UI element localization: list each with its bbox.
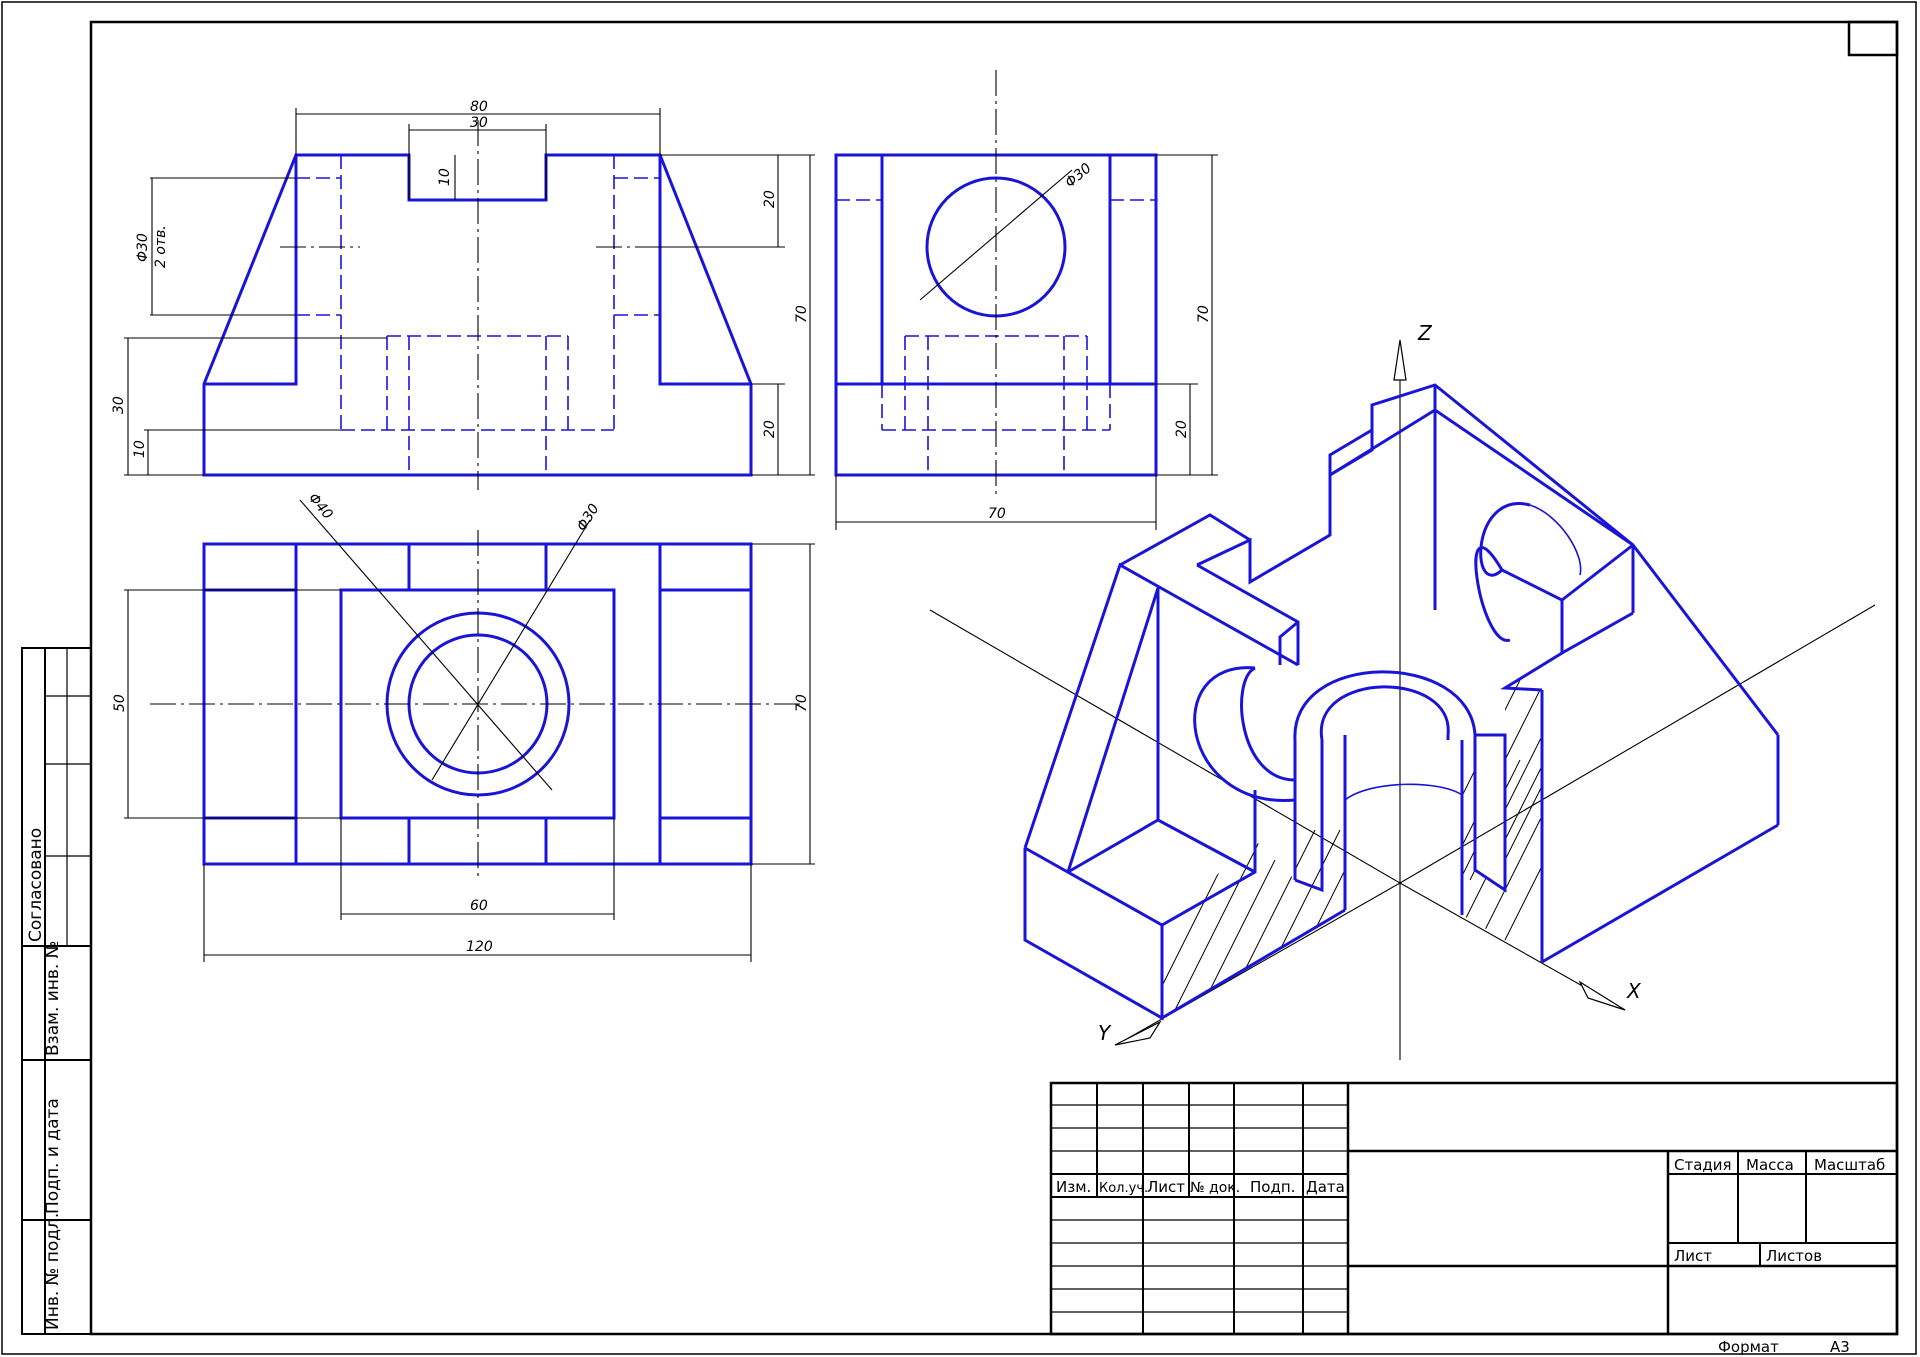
sheet-label: Лист	[1674, 1247, 1712, 1265]
col-data: Дата	[1306, 1178, 1345, 1196]
sheets-label: Листов	[1766, 1247, 1822, 1265]
dim-hole-front: Φ30	[135, 233, 151, 262]
mass-label: Масса	[1746, 1156, 1794, 1174]
dim-hole-side: Φ30	[1062, 160, 1094, 191]
stage-label: Стадия	[1674, 1156, 1732, 1174]
top-view: Φ40 Φ30 50 70 60 120	[112, 490, 815, 962]
axis-y-label: Y	[1098, 1021, 1112, 1045]
dim-80: 80	[470, 99, 488, 115]
front-view: 80 30 10 Φ30 2 отв. 30 10 20 20 70	[111, 99, 815, 490]
dim-60: 60	[470, 898, 488, 914]
isometric-view: Z X Y	[929, 321, 1876, 1060]
section-hatching	[1162, 679, 1542, 1018]
dim-20-top: 20	[762, 190, 778, 208]
col-kol-uch: Кол.уч.	[1099, 1181, 1148, 1196]
inv-original-label: Инв. № подл.	[43, 1213, 63, 1330]
dim-hole-count: 2 отв.	[153, 225, 169, 268]
sign-date-label: Подп. и дата	[43, 1098, 63, 1214]
scale-label: Масштаб	[1814, 1156, 1885, 1174]
col-doc: № док.	[1190, 1180, 1240, 1196]
side-view: Φ30 70 20 70	[834, 70, 1218, 530]
y-arrow	[1114, 1020, 1162, 1046]
dim-120: 120	[466, 939, 493, 955]
axis-x-label: X	[1626, 979, 1642, 1003]
dim-50: 50	[112, 694, 128, 712]
format-value: А3	[1830, 1338, 1850, 1356]
side-stamp: Согласовано Взам. инв. № Подп. и дата Ин…	[21, 647, 92, 1335]
dim-30-slot: 30	[470, 115, 488, 131]
dim-70-top: 70	[794, 694, 810, 712]
dim-30-base: 30	[111, 396, 127, 414]
axis-z-label: Z	[1417, 321, 1433, 345]
x-arrow	[1578, 980, 1626, 1011]
title-block: Изм. Кол.уч. Лист № док. Подп. Дата Стад…	[1049, 1081, 1899, 1336]
col-list: Лист	[1147, 1178, 1185, 1196]
dim-20-side: 20	[1174, 420, 1190, 438]
dim-10-base: 10	[132, 440, 148, 458]
agreed-label: Согласовано	[26, 828, 46, 942]
dim-phi40: Φ40	[305, 490, 336, 522]
dim-70-side-h: 70	[1196, 305, 1212, 323]
replace-inv-label: Взам. инв. №	[43, 941, 63, 1056]
change-table: Изм. Кол.уч. Лист № док. Подп. Дата	[1051, 1083, 1348, 1334]
dim-70-side-w: 70	[988, 506, 1006, 522]
col-izm: Изм.	[1056, 1178, 1091, 1196]
col-podp: Подп.	[1250, 1178, 1295, 1196]
dim-10-slot: 10	[437, 168, 453, 186]
z-arrow	[1393, 339, 1407, 381]
dim-phi30-top: Φ30	[574, 501, 603, 534]
format-label: Формат	[1718, 1338, 1779, 1356]
dim-20-base: 20	[762, 420, 778, 438]
dim-70-front: 70	[794, 305, 810, 323]
